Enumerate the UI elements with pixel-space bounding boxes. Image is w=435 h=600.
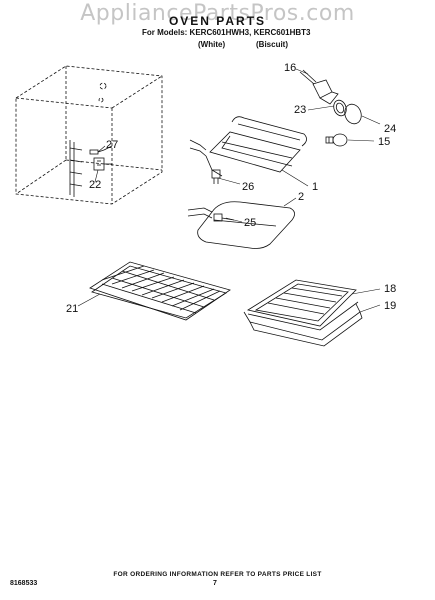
callout-22: 22	[89, 179, 101, 191]
leader-lines	[77, 68, 381, 313]
callout-16: 16	[284, 62, 296, 74]
callout-15: 15	[378, 136, 390, 148]
part-22-bracket	[93, 157, 112, 171]
callout-24: 24	[384, 123, 396, 135]
variant-white: (White)	[198, 40, 226, 49]
part-23-gasket	[333, 99, 347, 117]
part-1-bake-element	[189, 116, 307, 177]
part-16-socket	[299, 69, 339, 105]
ordering-info: FOR ORDERING INFORMATION REFER TO PARTS …	[113, 571, 322, 578]
callout-27: 27	[106, 139, 118, 151]
part-19-broiler-pan	[243, 301, 363, 347]
page-number: 7	[213, 580, 217, 587]
watermark-text: AppliancePartsPros.com	[80, 1, 355, 26]
models-line: For Models: KERC601HWH3, KERC601HBT3	[142, 28, 311, 37]
callout-23: 23	[294, 104, 306, 116]
callout-26: 26	[242, 181, 254, 193]
rack-support	[69, 140, 83, 197]
callout-1: 1	[312, 181, 318, 193]
part-18-broiler-grid	[246, 279, 357, 327]
part-15-bulb	[325, 133, 348, 147]
variant-biscuit: (Biscuit)	[256, 40, 288, 49]
part-21-oven-rack	[89, 261, 231, 321]
callout-25: 25	[244, 217, 256, 229]
part-26-terminal	[211, 169, 221, 184]
callout-21: 21	[66, 303, 78, 315]
part-24-lens	[344, 103, 362, 125]
callout-19: 19	[384, 300, 396, 312]
part-2-broil-element	[187, 201, 295, 249]
callout-18: 18	[384, 283, 396, 295]
page-title: OVEN PARTS	[168, 14, 267, 28]
document-number: 8168533	[10, 580, 38, 587]
callout-2: 2	[298, 191, 304, 203]
